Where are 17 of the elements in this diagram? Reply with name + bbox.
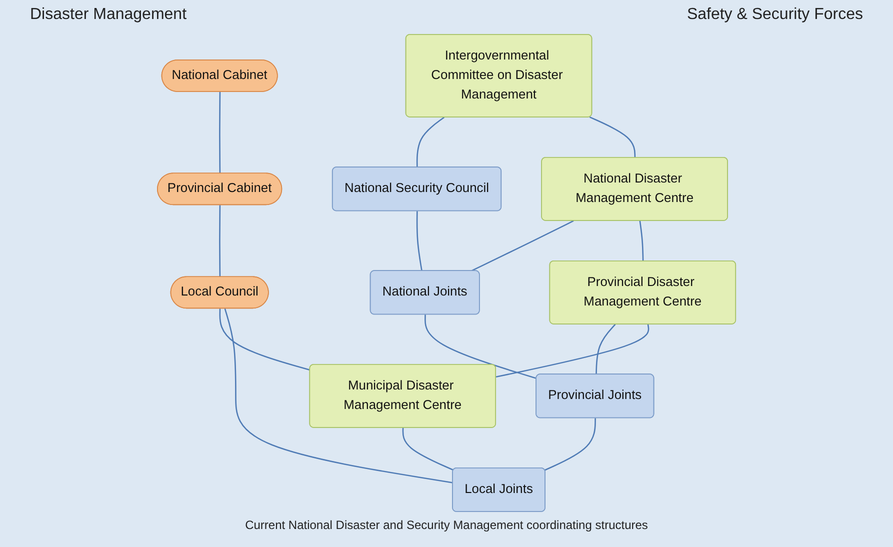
connector <box>219 205 221 278</box>
column-heading: Safety & Security Forces <box>686 6 863 25</box>
connector <box>219 308 310 371</box>
connector <box>424 314 537 380</box>
connector <box>219 92 221 174</box>
column-heading: Disaster Management <box>30 6 187 25</box>
connector <box>224 308 453 484</box>
connector <box>416 116 444 168</box>
connector <box>596 324 616 374</box>
connector <box>589 116 636 158</box>
connector <box>544 418 596 471</box>
connector <box>402 428 454 471</box>
connector <box>639 220 644 262</box>
caption: Current National Disaster and Security Management coordinating structures <box>245 518 648 532</box>
connector <box>470 220 574 272</box>
connector <box>496 324 650 378</box>
connector <box>416 211 422 272</box>
